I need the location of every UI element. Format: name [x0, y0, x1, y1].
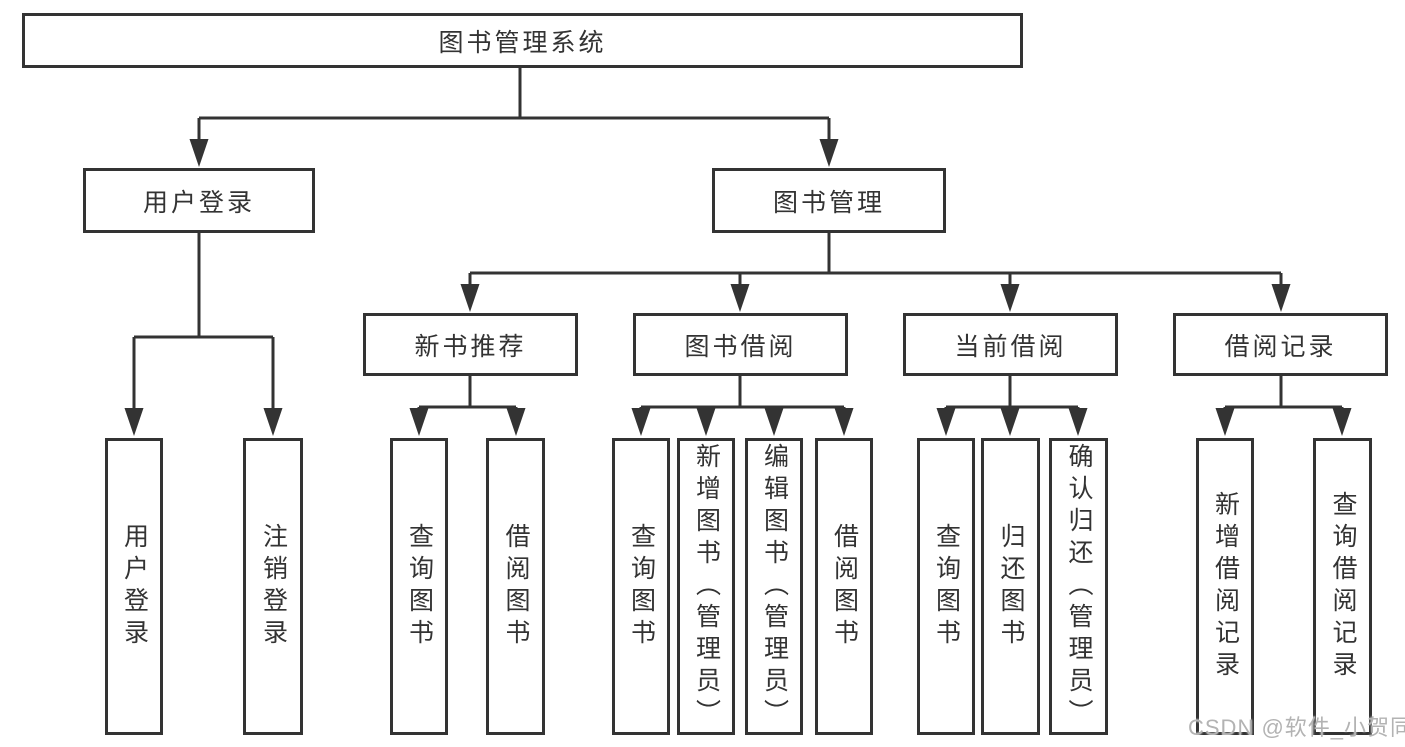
node-label: 查询图书 — [627, 522, 656, 651]
node-label: 借阅图书 — [502, 522, 530, 651]
node-label: 借阅记录 — [1224, 332, 1337, 361]
node-label: 当前借阅 — [954, 332, 1067, 361]
node-user-login-group: 用户登录 — [83, 168, 315, 233]
node-label: 用户登录 — [142, 188, 255, 217]
node-book-borrowing: 图书借阅 — [633, 313, 848, 376]
leaf-user-login: 用户登录 — [105, 438, 163, 735]
node-label: 注销登录 — [259, 522, 288, 651]
leaf-query-books-recommend: 查询图书 — [390, 438, 448, 735]
leaf-query-books-borrowing: 查询图书 — [612, 438, 670, 735]
node-label: 编辑图书（管理员） — [760, 442, 789, 731]
node-book-management: 图书管理 — [712, 168, 946, 233]
csdn-watermark: CSDN @软件_小贺同学 — [1188, 715, 1405, 740]
node-label: 查询图书 — [932, 522, 961, 651]
node-label: 新书推荐 — [414, 332, 527, 361]
node-label: 查询借阅记录 — [1329, 490, 1357, 683]
node-label: 用户登录 — [120, 522, 149, 651]
node-label: 归还图书 — [997, 522, 1025, 651]
leaf-borrow-books-recommend: 借阅图书 — [486, 438, 545, 735]
node-label: 查询图书 — [405, 522, 434, 651]
node-label: 图书管理 — [772, 188, 885, 217]
leaf-query-books-current: 查询图书 — [917, 438, 975, 735]
node-label: 图书借阅 — [684, 332, 797, 361]
leaf-borrow-books: 借阅图书 — [815, 438, 873, 735]
leaf-edit-books-admin: 编辑图书（管理员） — [745, 438, 803, 735]
leaf-logout: 注销登录 — [243, 438, 303, 735]
node-label: 确认归还（管理员） — [1065, 442, 1093, 731]
leaf-return-books: 归还图书 — [981, 438, 1040, 735]
node-library-management-system: 图书管理系统 — [22, 13, 1023, 68]
node-current-borrowing: 当前借阅 — [903, 313, 1118, 376]
leaf-query-borrow-record: 查询借阅记录 — [1313, 438, 1372, 735]
leaf-confirm-return-admin: 确认归还（管理员） — [1049, 438, 1108, 735]
node-new-book-recommendation: 新书推荐 — [363, 313, 578, 376]
leaf-add-books-admin: 新增图书（管理员） — [677, 438, 735, 735]
leaf-add-borrow-record: 新增借阅记录 — [1196, 438, 1254, 735]
node-label: 新增借阅记录 — [1211, 490, 1240, 683]
node-label: 借阅图书 — [830, 522, 859, 651]
node-label: 图书管理系统 — [438, 28, 607, 57]
node-label: 新增图书（管理员） — [692, 442, 721, 731]
node-borrowing-records: 借阅记录 — [1173, 313, 1388, 376]
